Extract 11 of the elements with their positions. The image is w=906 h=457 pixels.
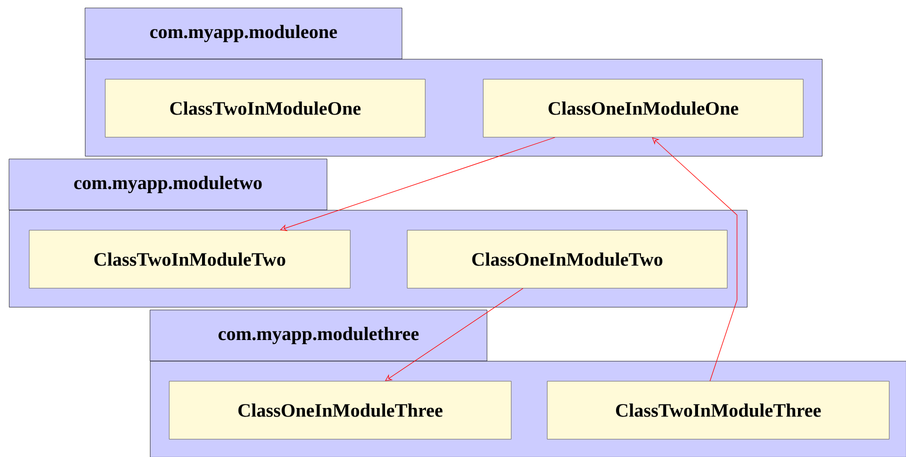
class-box: ClassOneInModuleTwo (407, 230, 728, 288)
arrow (385, 288, 524, 381)
class-box: ClassTwoInModuleThree (547, 380, 890, 440)
class-box: ClassOneInModuleThree (169, 380, 512, 440)
node-label: com.myapp.modulethree (218, 326, 419, 344)
node-label: com.myapp.moduleone (150, 24, 337, 42)
node-label: com.myapp.moduletwo (74, 176, 262, 194)
arrow (280, 137, 556, 232)
class-box: ClassOneInModuleOne (483, 79, 804, 138)
class-box: ClassTwoInModuleOne (105, 79, 426, 138)
class-box: ClassTwoInModuleTwo (29, 230, 350, 288)
